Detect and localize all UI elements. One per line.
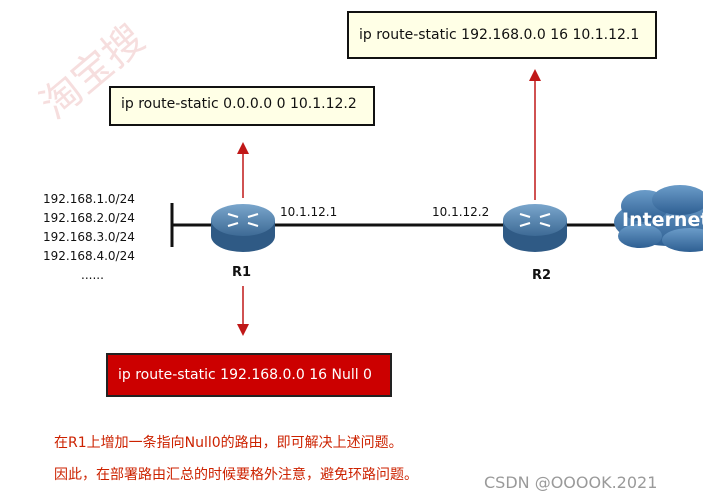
r2-static-route-text: ip route-static 192.168.0.0 16 10.1.12.1 [359, 27, 640, 43]
internet-cloud-icon [614, 185, 703, 252]
r2-static-route-box: ip route-static 192.168.0.0 16 10.1.12.1 [347, 11, 657, 59]
r1-default-route-text: ip route-static 0.0.0.0 0 10.1.12.2 [121, 96, 357, 112]
note-line-2: 因此，在部署路由汇总的时候要格外注意，避免环路问题。 [54, 467, 418, 483]
router-r2-label: R2 [532, 268, 552, 283]
network-item: 192.168.4.0/24 [43, 249, 135, 263]
r1-interface-ip: 10.1.12.1 [280, 205, 338, 219]
network-list: 192.168.1.0/24 192.168.2.0/24 192.168.3.… [43, 190, 135, 285]
network-item: 192.168.1.0/24 [43, 192, 135, 206]
router-r2-icon [503, 204, 567, 252]
r1-default-route-box: ip route-static 0.0.0.0 0 10.1.12.2 [109, 86, 375, 126]
network-ellipsis: ...... [81, 268, 104, 282]
network-item: 192.168.2.0/24 [43, 211, 135, 225]
r2-interface-ip: 10.1.12.2 [432, 205, 490, 219]
router-r1-label: R1 [232, 265, 252, 280]
r1-null-route-text: ip route-static 192.168.0.0 16 Null 0 [118, 367, 372, 383]
internet-label: Internet [622, 209, 703, 231]
note-line-1: 在R1上增加一条指向Null0的路由，即可解决上述问题。 [54, 435, 403, 451]
csdn-watermark: CSDN @OOOOK.2021 [484, 473, 658, 492]
router-r1-icon [211, 204, 275, 252]
network-item: 192.168.3.0/24 [43, 230, 135, 244]
r1-null-route-box: ip route-static 192.168.0.0 16 Null 0 [106, 353, 392, 397]
